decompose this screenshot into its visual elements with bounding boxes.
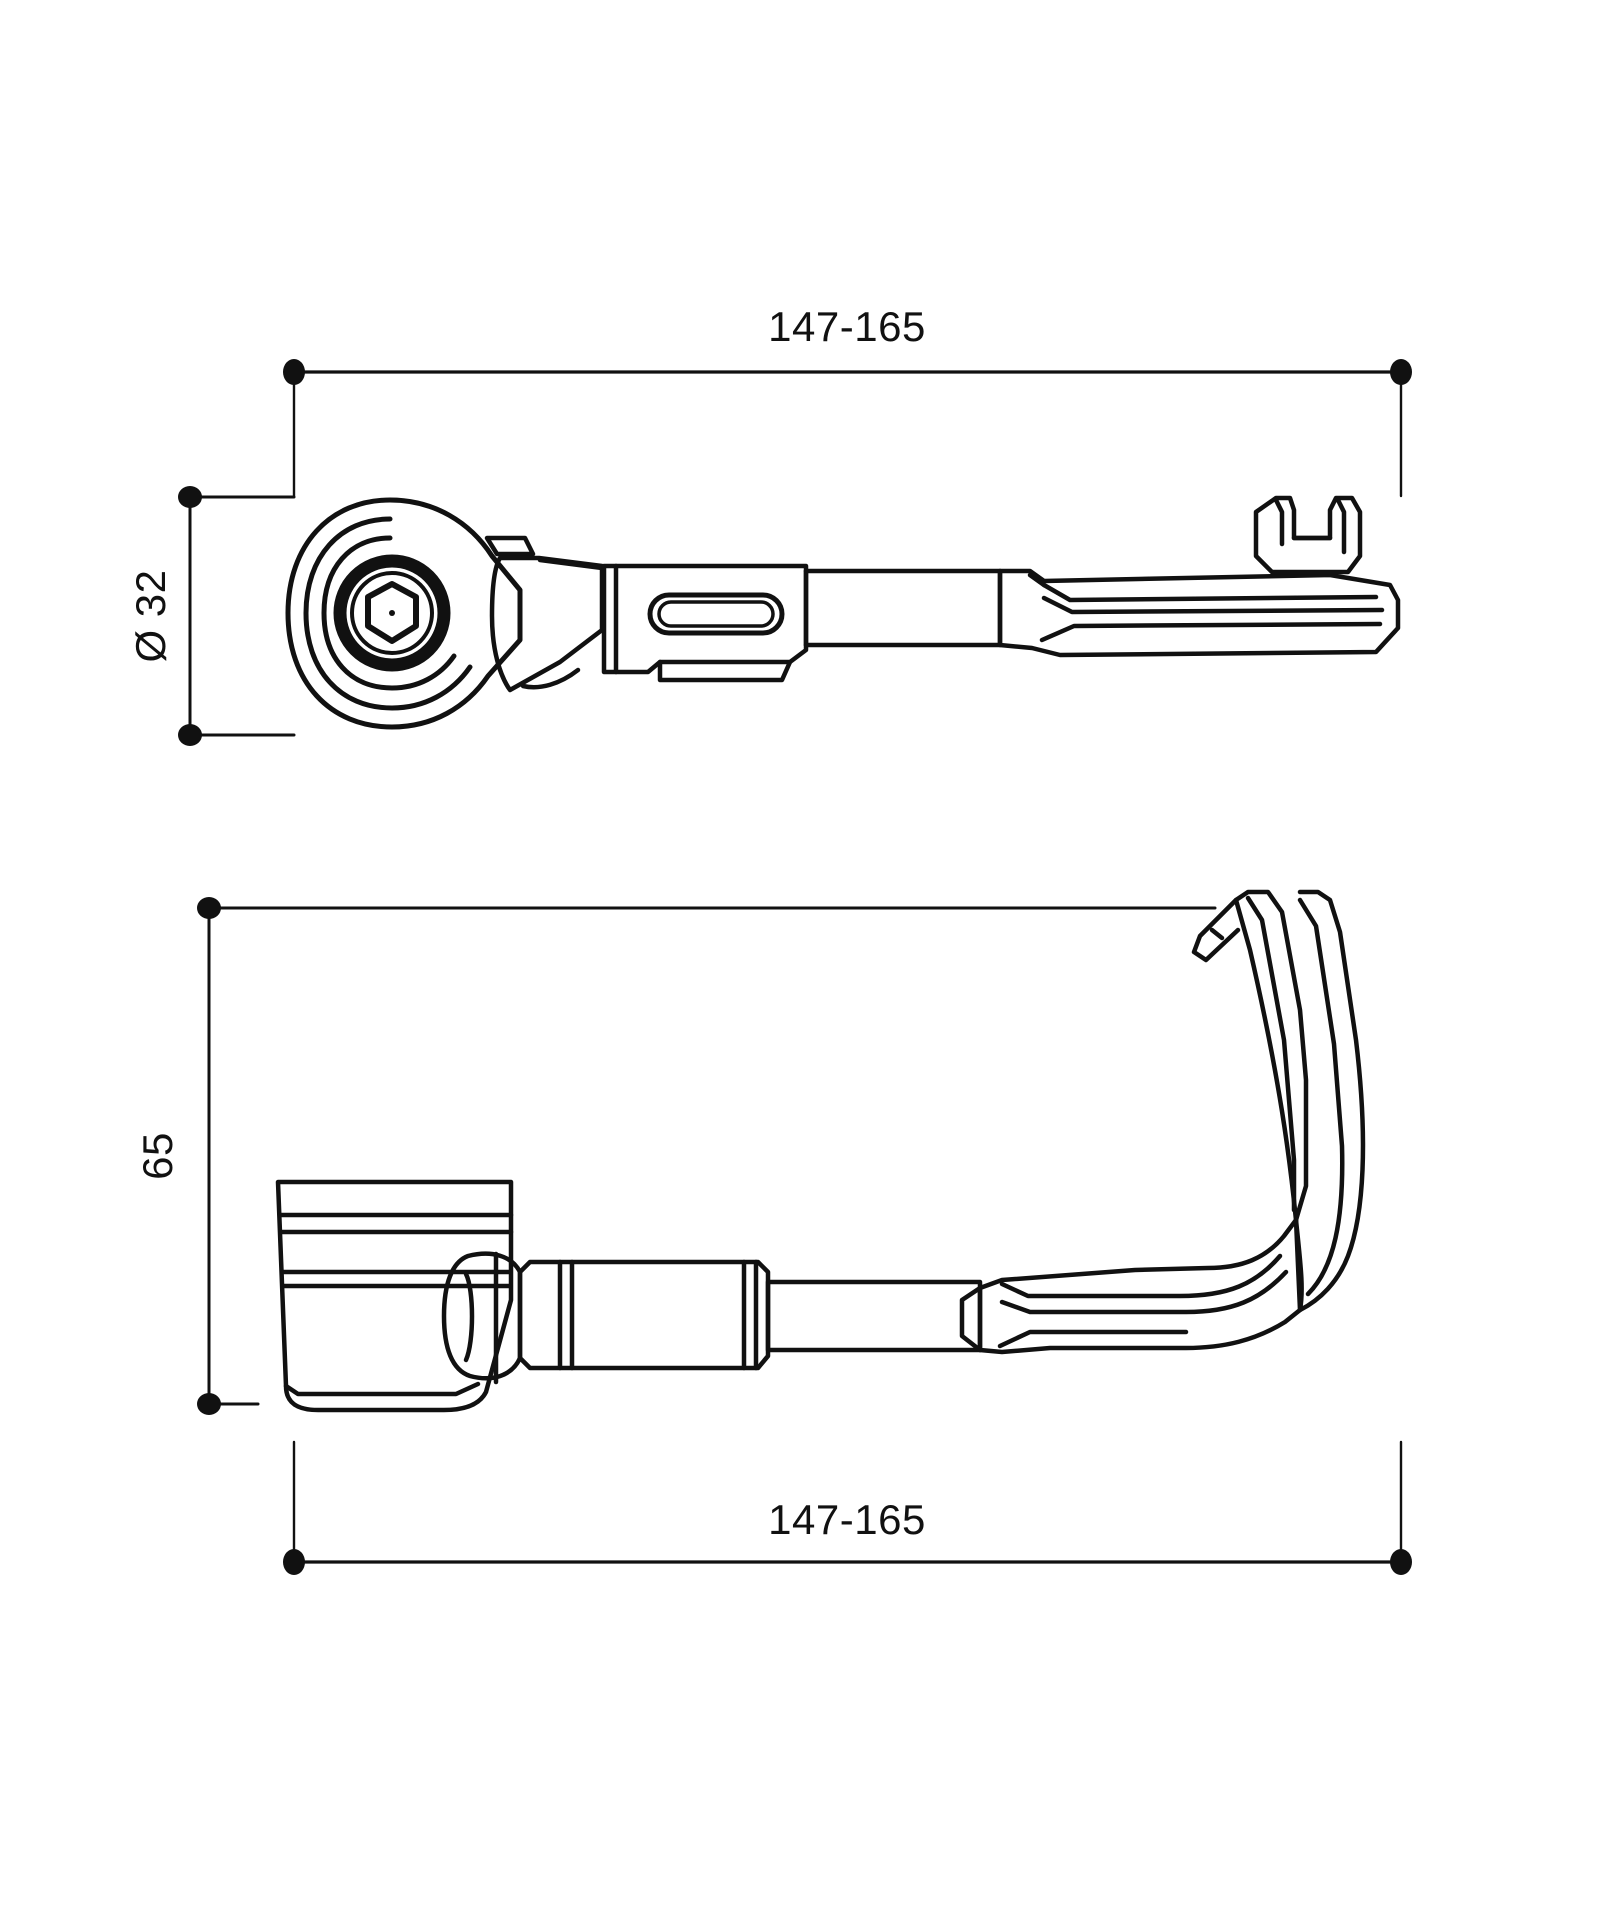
pivot-wedge-lower-edge <box>520 667 581 690</box>
top-diameter-dimension <box>178 486 296 746</box>
lower-blade-rib-1 <box>999 1253 1283 1299</box>
center-mark <box>389 610 395 616</box>
pivot-wedge-body <box>489 555 605 693</box>
dim-terminator-right <box>1390 1549 1412 1575</box>
hook-tip-side-outline <box>1191 897 1241 963</box>
blade-step <box>1027 572 1047 588</box>
hook-tip-side <box>1191 897 1241 963</box>
adjustment-slot-outer <box>647 592 785 636</box>
bar-end-cup <box>275 1179 514 1413</box>
knuckle-inner-curve <box>463 1271 475 1363</box>
riser-rib-inner <box>1245 895 1297 1213</box>
mount-ring-2 <box>303 516 473 711</box>
sleeve-outline <box>517 1259 771 1371</box>
cup-outline <box>275 1179 514 1413</box>
hook-tip-side-edge <box>1209 927 1225 941</box>
lower-blade-outline <box>977 1217 1303 1355</box>
dim-terminator-left <box>283 359 305 385</box>
pivot-wedge <box>484 535 605 693</box>
blade-outline <box>997 568 1401 658</box>
dim-terminator-bottom <box>197 1393 221 1415</box>
top-length-label: 147-165 <box>768 303 926 350</box>
top-length-dimension <box>283 359 1412 498</box>
riser-rib-outer <box>1297 897 1345 1297</box>
lower-blade-rib-3 <box>997 1329 1189 1349</box>
dim-terminator-top <box>197 897 221 919</box>
dim-terminator-bottom <box>178 724 202 746</box>
hook-inner-right <box>1335 497 1347 555</box>
mount-ring-5 <box>350 571 434 655</box>
top-view-group <box>178 359 1412 746</box>
curved-riser <box>1233 889 1366 1313</box>
blade-body <box>997 568 1401 658</box>
blade-rib-lower <box>1039 621 1383 643</box>
blade-nose-outline <box>959 1285 983 1353</box>
side-height-label: 65 <box>134 1132 181 1180</box>
side-view-group <box>197 889 1412 1575</box>
clamp-sleeve <box>517 1259 771 1371</box>
blade-nose <box>959 1285 983 1353</box>
cup-bottom-edge <box>283 1381 481 1397</box>
clamp-lower-lip <box>657 659 793 683</box>
side-length-dimension <box>283 1440 1412 1575</box>
blade-rib-upper <box>1041 582 1379 603</box>
mount-ring-4-bold <box>333 554 451 672</box>
hook-tip <box>1253 495 1363 575</box>
pivot-wedge-edge <box>537 557 605 571</box>
side-length-label: 147-165 <box>768 1496 926 1543</box>
pivot-knuckle <box>441 1251 523 1385</box>
adjustment-slot-inner <box>657 600 775 628</box>
lower-blade-rib-2 <box>999 1269 1289 1315</box>
mount-ring-3 <box>321 535 457 691</box>
dim-terminator-top <box>178 486 202 508</box>
top-diameter-label: Ø 32 <box>127 569 174 662</box>
side-height-dimension <box>197 897 1217 1415</box>
blade-rib-mid <box>1041 595 1385 615</box>
riser-bend-closure <box>1293 1217 1304 1313</box>
knuckle-outline <box>441 1251 523 1381</box>
lower-blade-arm <box>977 1217 1303 1355</box>
riser-outline-right <box>1297 889 1366 1313</box>
hook-inner-left <box>1273 497 1285 547</box>
hook-outline <box>1253 495 1363 575</box>
dim-terminator-right <box>1390 359 1412 385</box>
dim-terminator-left <box>283 1549 305 1575</box>
pivot-tab-upper <box>484 535 536 557</box>
mount-outer-outline <box>285 497 523 730</box>
hex-socket-bolt <box>365 581 419 644</box>
riser-outline-left <box>1233 889 1309 1223</box>
bar-end-mount <box>285 497 523 730</box>
